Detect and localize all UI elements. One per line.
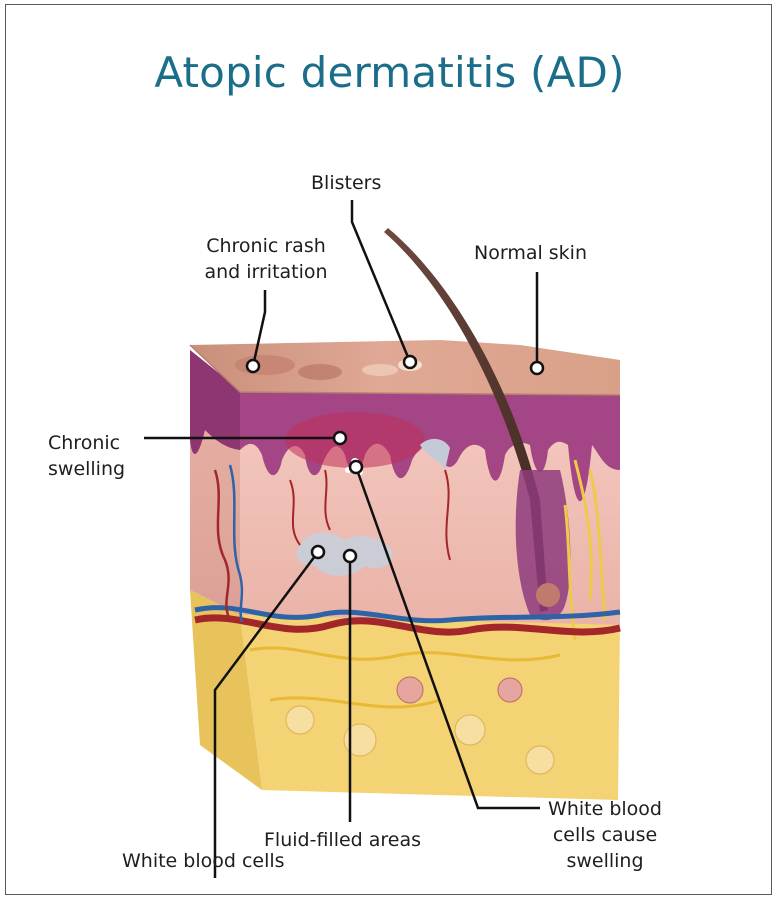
label-wbc-cause-swelling: White blood cells cause swelling	[545, 796, 665, 874]
marker-white-blood-cells	[312, 546, 324, 558]
leader-chronic-rash	[253, 290, 265, 366]
label-blisters: Blisters	[311, 170, 381, 196]
label-fluid-filled-areas: Fluid-filled areas	[264, 827, 421, 853]
marker-chronic-swelling	[334, 432, 346, 444]
leader-blisters	[352, 200, 410, 362]
marker-normal-skin	[531, 362, 543, 374]
marker-fluid-filled	[344, 550, 356, 562]
label-white-blood-cells: White blood cells	[122, 848, 285, 874]
marker-wbc-swelling	[350, 461, 362, 473]
label-chronic-rash: Chronic rash and irritation	[186, 233, 346, 285]
marker-blisters	[404, 356, 416, 368]
leader-wbc-swelling	[356, 467, 540, 808]
label-normal-skin: Normal skin	[474, 240, 587, 266]
label-chronic-swelling: Chronic swelling	[48, 430, 125, 482]
marker-chronic-rash	[247, 360, 259, 372]
